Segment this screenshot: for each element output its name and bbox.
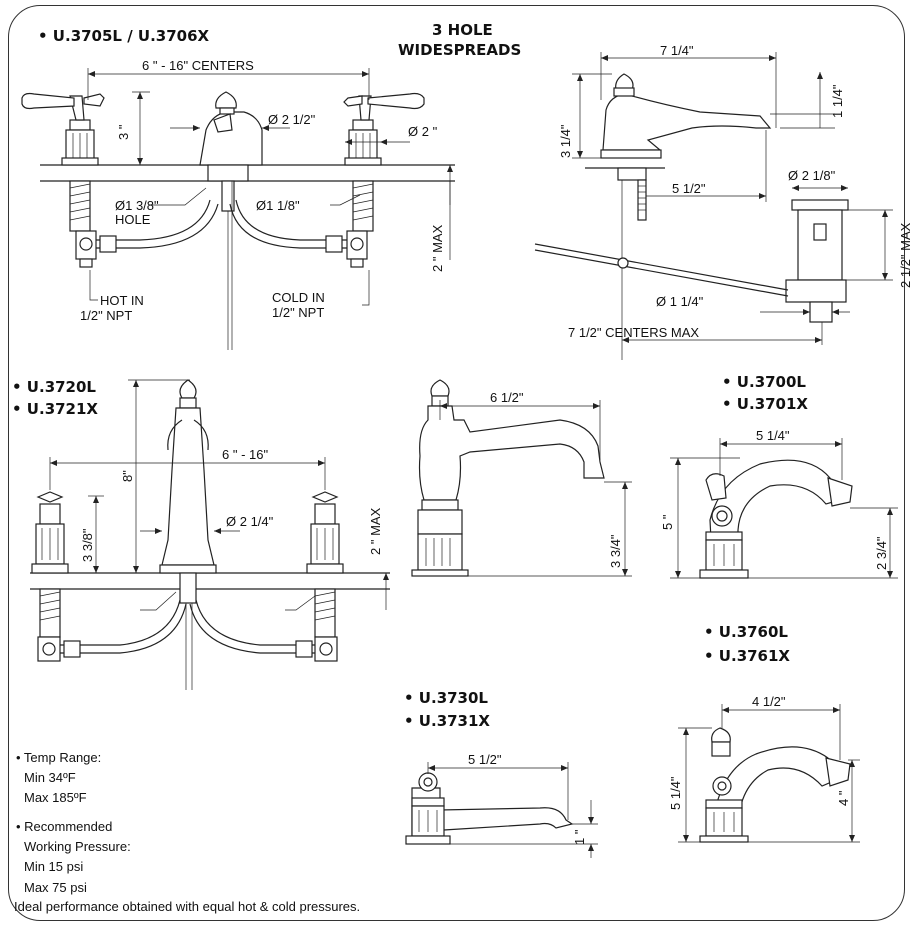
dim-d218: Ø 2 1/8" — [788, 168, 836, 183]
title-line-1: 3 HOLE — [432, 21, 493, 39]
model-label-u3700: • U.3700L — [722, 373, 806, 391]
dim-w412: 4 1/2" — [752, 694, 786, 709]
dim-h8: 8" — [120, 470, 135, 482]
model-label-u3721: • U.3721X — [12, 400, 99, 418]
faucet-drawing-u3730 — [405, 762, 598, 858]
dim-max2: 2 " MAX — [430, 224, 445, 272]
dim-d212: Ø 2 1/2" — [268, 112, 316, 127]
title-line-2: WIDESPREADS — [398, 41, 522, 59]
dim-w512b: 5 1/2" — [468, 752, 502, 767]
dim-d2: Ø 2 " — [408, 124, 438, 139]
dim-d114: Ø 1 1/4" — [656, 294, 704, 309]
dim-w514: 5 1/4" — [756, 428, 790, 443]
dim-h114: 1 1/4" — [830, 84, 845, 118]
dim-centers-2: 6 " - 16" — [222, 447, 268, 462]
note-temp-min: Min 34ºF — [24, 770, 76, 785]
label-cold-in: COLD IN — [272, 290, 325, 305]
model-label-u3761: • U.3761X — [704, 647, 791, 665]
label-hot-in: HOT IN — [100, 293, 144, 308]
sheet-border — [8, 5, 905, 921]
dim-hole138: Ø1 3/8" — [115, 198, 159, 213]
dim-centers-max: 7 1/2" CENTERS MAX — [568, 325, 699, 340]
model-label-u3720: • U.3720L — [12, 378, 96, 396]
dim-h3: 3 " — [116, 124, 131, 140]
dim-h334: 3 3/4" — [608, 534, 623, 568]
dim-h338: 3 3/8" — [80, 528, 95, 562]
dim-d118: Ø1 1/8" — [256, 198, 300, 213]
note-recommended: • Recommended — [16, 819, 113, 834]
popup-drain-drawing — [534, 185, 893, 345]
dim-h514: 5 1/4" — [668, 776, 683, 810]
dim-w612: 6 1/2" — [490, 390, 524, 405]
note-working-pressure: Working Pressure: — [24, 839, 131, 854]
model-label-u3731: • U.3731X — [404, 712, 491, 730]
dim-hole: HOLE — [115, 212, 151, 227]
dim-d214: Ø 2 1/4" — [226, 514, 274, 529]
dim-h234: 2 3/4" — [874, 536, 889, 570]
label-hot-npt: 1/2" NPT — [80, 308, 132, 323]
note-pressure-max: Max 75 psi — [24, 880, 87, 895]
faucet-drawing-u3705 — [21, 68, 455, 350]
label-cold-npt: 1/2" NPT — [272, 305, 324, 320]
faucet-drawing-u3760 — [678, 704, 860, 843]
faucet-drawing-u3720 — [30, 379, 390, 690]
model-label-u3705: • U.3705L / U.3706X — [38, 27, 210, 45]
dim-max212: 2 1/2" MAX — [898, 222, 913, 288]
model-label-u3760: • U.3760L — [704, 623, 788, 641]
dim-w714: 7 1/4" — [660, 43, 694, 58]
dim-w512: 5 1/2" — [672, 181, 706, 196]
spout-side-drawing — [572, 52, 835, 360]
dim-h314: 3 1/4" — [558, 124, 573, 158]
note-pressure-min: Min 15 psi — [24, 859, 84, 874]
dim-max2b: 2 " MAX — [368, 507, 383, 555]
dim-h1: 1 " — [572, 829, 587, 845]
dim-h5: 5 " — [660, 514, 675, 530]
tall-spout-side-drawing — [411, 379, 632, 577]
faucet-drawing-u3700 — [670, 438, 898, 579]
note-temp-range: • Temp Range: — [16, 750, 102, 765]
note-ideal-performance: Ideal performance obtained with equal ho… — [14, 899, 361, 914]
note-temp-max: Max 185ºF — [24, 790, 87, 805]
dim-h4: 4 " — [836, 790, 851, 806]
model-label-u3730: • U.3730L — [404, 689, 488, 707]
dim-centers-1: 6 " - 16" CENTERS — [142, 58, 254, 73]
model-label-u3701: • U.3701X — [722, 395, 809, 413]
